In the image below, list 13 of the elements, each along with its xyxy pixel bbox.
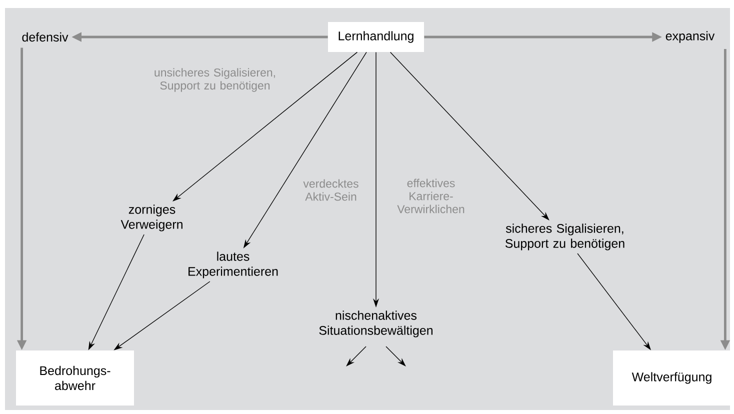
- annotation-text: verdecktes Aktiv-Sein: [303, 179, 358, 201]
- outcome-text: zorniges Verweigern: [120, 204, 182, 232]
- node-label: Weltverfügung: [632, 372, 712, 384]
- result-box: Weltverfügung: [613, 350, 731, 406]
- annotation-text: unsicheres Sigalisieren, Support zu benötigen: [154, 68, 275, 92]
- outcome-text: sicheres Sigalisieren, Support zu benötigen: [505, 224, 624, 250]
- annotation-text: effektives Karriere-Verwirklichen: [397, 178, 464, 214]
- outcome-text: nischenaktives Situationsbewältigen: [319, 310, 432, 338]
- pole-label: expansiv: [666, 31, 715, 43]
- outcome-text: lautes Experimentieren: [188, 252, 278, 278]
- title-box: Lernhandlung: [328, 22, 424, 52]
- result-box: Bedrohungs-abwehr: [16, 350, 134, 406]
- pole-label: defensiv: [22, 32, 68, 42]
